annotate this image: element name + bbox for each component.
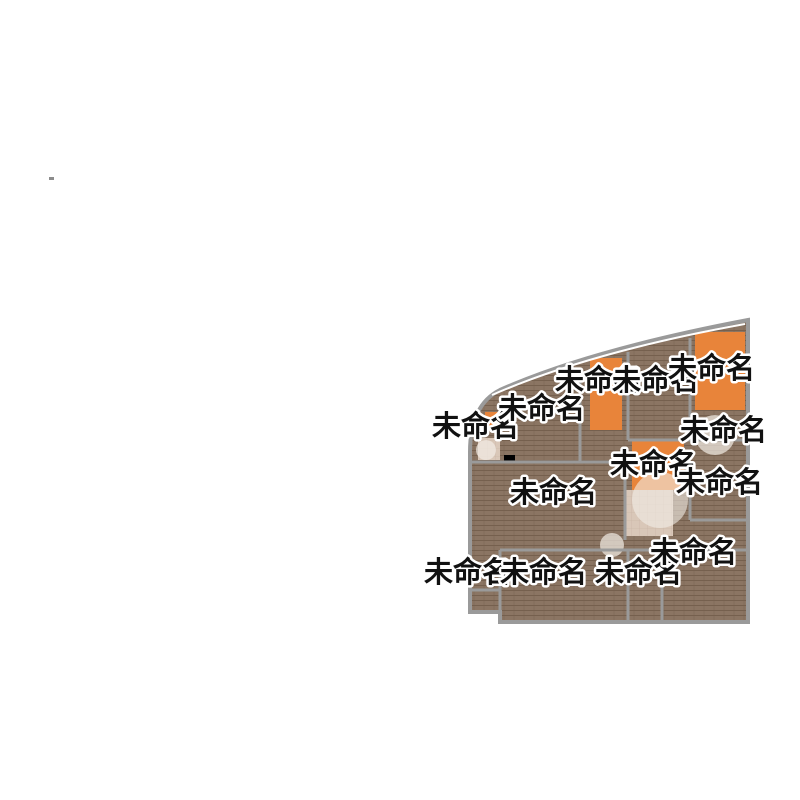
outer-wall — [468, 317, 750, 624]
room-label-4: 未命名 — [612, 363, 699, 397]
room-label-8: 未命名 — [676, 465, 763, 499]
marker-dot — [49, 177, 54, 180]
window-arc — [491, 323, 746, 396]
plan-floor — [470, 320, 748, 622]
room-labels: 未命名 未命名 未命名 未命名 未命名 未命名 未命名 未命名 未命名 未命名 … — [422, 349, 770, 592]
room-label-5: 未命名 — [668, 351, 755, 385]
lamp-light-1 — [695, 415, 735, 455]
lamp-light-2 — [632, 472, 688, 528]
room-label-7: 未命名 — [610, 447, 697, 481]
bed-2 — [695, 332, 745, 410]
room-label-2: 未命名 — [498, 391, 585, 425]
room-label-3: 未命名 — [555, 363, 642, 397]
fixture-black — [504, 455, 515, 461]
bed-1 — [590, 358, 622, 430]
cabinet — [485, 412, 503, 430]
lamp-light-4 — [476, 440, 496, 460]
interior-walls — [470, 338, 748, 622]
room-label-10: 未命名 — [424, 555, 511, 589]
room-label-11: 未命名 — [500, 555, 587, 589]
room-label-12: 未命名 — [595, 555, 682, 589]
room-label-6: 未命名 — [680, 413, 767, 447]
room-label-1: 未命名 — [432, 409, 519, 443]
room-label-9: 未命名 — [510, 475, 597, 509]
room-label-13: 未命名 — [650, 535, 737, 569]
lamp-light-3 — [600, 533, 624, 557]
